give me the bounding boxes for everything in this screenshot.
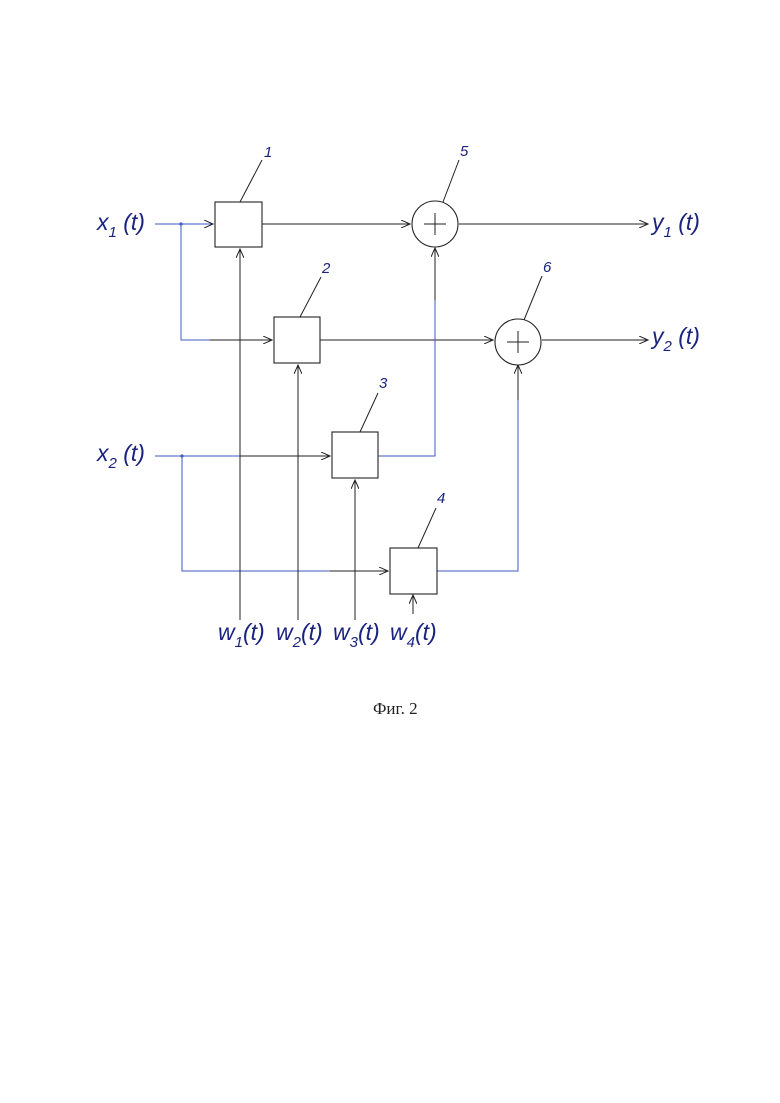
block-3-number: 3 (379, 375, 388, 392)
output-y1-label: y1 (t) (650, 209, 700, 241)
block-4-box (390, 548, 437, 594)
block-1-leader (240, 160, 262, 202)
block-1: 1 (215, 144, 272, 247)
output-y2-label: y2 (t) (650, 323, 700, 355)
block-4-number: 4 (437, 490, 445, 507)
block-2-number: 2 (321, 260, 331, 277)
weight-w3-label: w3(t) (333, 619, 380, 651)
adder-6-number: 6 (543, 259, 552, 276)
wire-x2-branch (182, 456, 330, 571)
block-3-leader (360, 393, 378, 432)
block-2: 2 (274, 260, 331, 363)
weight-w1-label: w1(t) (218, 619, 265, 651)
wires-to-adders (262, 224, 518, 571)
wires-outputs (459, 224, 648, 340)
block-1-box (215, 202, 262, 247)
adder-6: 6 (495, 259, 552, 365)
block-1-number: 1 (264, 144, 272, 161)
block-2-box (274, 317, 320, 363)
wire-x1-branch (181, 224, 210, 340)
input-x2-label: x2 (t) (96, 440, 145, 472)
block-4-leader (418, 508, 436, 548)
adder-6-leader (524, 276, 542, 320)
adder-5-leader (443, 160, 459, 202)
block-3: 3 (332, 375, 388, 478)
block-3-box (332, 432, 378, 478)
input-x1-label: x1 (t) (96, 209, 145, 241)
adder-5-number: 5 (460, 143, 469, 160)
figure-caption: Фиг. 2 (373, 699, 418, 718)
weight-w4-label: w4(t) (390, 619, 437, 651)
wire-block-4-blue (437, 400, 518, 571)
weight-w2-label: w2(t) (276, 619, 323, 651)
block-2-leader (300, 277, 321, 317)
block-4: 4 (390, 490, 445, 594)
adder-5: 5 (412, 143, 469, 247)
wires-weights (240, 249, 413, 620)
